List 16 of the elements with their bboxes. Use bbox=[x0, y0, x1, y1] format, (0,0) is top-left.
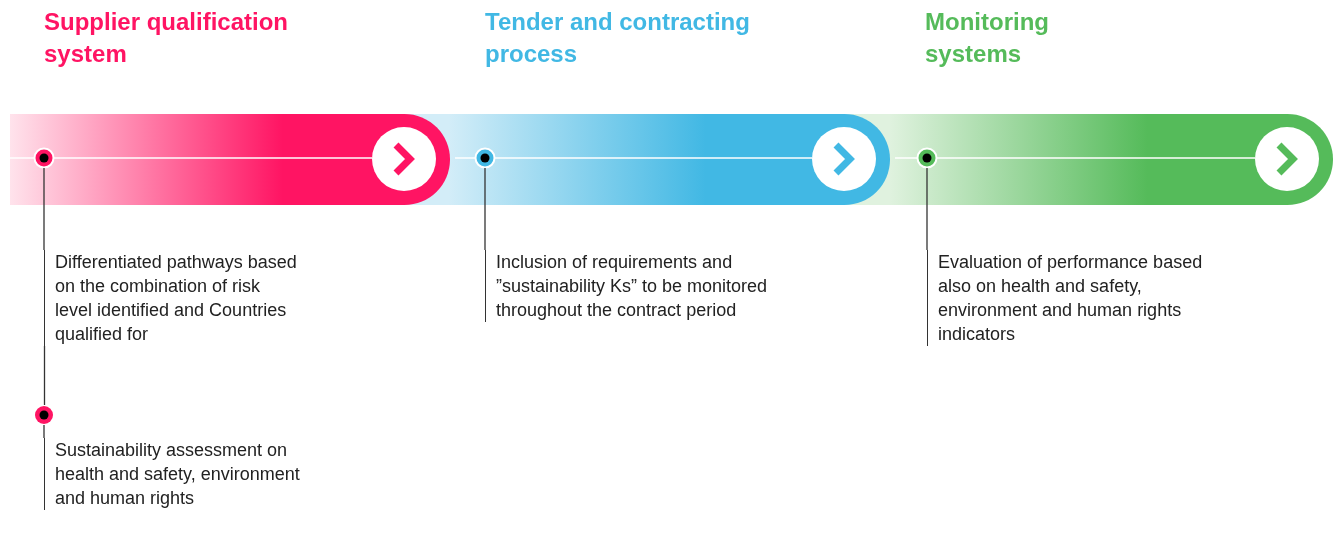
connector-line bbox=[926, 167, 928, 251]
timeline-dot bbox=[475, 148, 495, 168]
description-text: Inclusion of requirements and ”sustainability Ks” to be monitored throughout the contract period bbox=[496, 251, 769, 322]
stage-heading: Tender and contracting process bbox=[485, 7, 751, 69]
connector-line bbox=[484, 167, 486, 251]
description-text: Evaluation of performance based also on health and safety, environment and human rights indicators bbox=[938, 251, 1204, 346]
timeline-dot bbox=[917, 148, 937, 168]
description-text: Sustainability assessment on health and safety, environment and human rights bbox=[55, 439, 301, 510]
stage-heading: Supplier qualification system bbox=[44, 7, 290, 69]
connector-line bbox=[43, 345, 46, 406]
stage-heading: Monitoring systems bbox=[925, 7, 1050, 69]
connector-line bbox=[43, 424, 45, 439]
connector-line bbox=[43, 167, 45, 251]
timeline-dot bbox=[34, 148, 54, 168]
timeline-dot bbox=[34, 405, 54, 425]
description-text: Differentiated pathways based on the combination of risk level identified and Countries qualified for bbox=[55, 251, 298, 346]
